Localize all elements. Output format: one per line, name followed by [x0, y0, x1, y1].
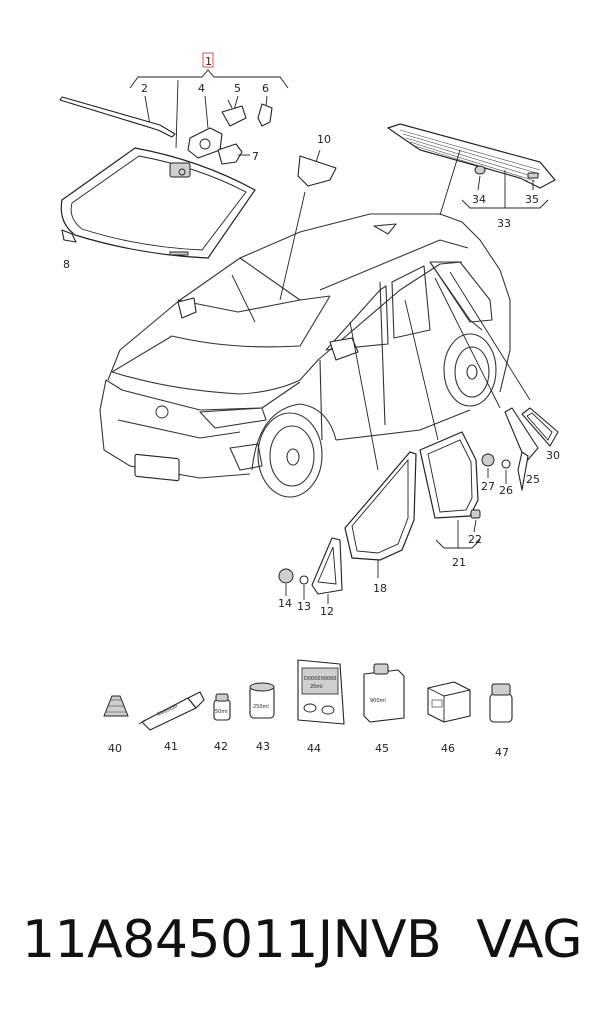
front-wheel: [257, 412, 323, 498]
part-13-clip: [299, 575, 309, 585]
svg-text:44: 44: [307, 742, 321, 755]
part-14-grommet: [278, 568, 294, 584]
part-7-camera: [217, 143, 250, 165]
part-12-quarter-glass: [311, 537, 343, 595]
callout-4: 4: [198, 82, 205, 95]
part-5-bracket: [221, 99, 247, 127]
callout-1: 1: [205, 55, 212, 68]
item-40-spool: 40: [103, 695, 129, 755]
part-2-trim-strip: [59, 96, 176, 138]
callout-14: 14: [278, 597, 292, 610]
svg-text:900ml: 900ml: [370, 698, 386, 704]
part-number-caption: 11A845011JNVB VAG: [22, 900, 582, 980]
front-quarter-parts: [278, 537, 343, 604]
item-44-bag: D000000000 20ml 44: [297, 659, 345, 755]
group-1-bracket: [129, 52, 289, 149]
consumables-row: 40 Klebstoff 41 50ml 42 250ml 43 D0: [103, 659, 513, 759]
part-22-clip: [470, 509, 481, 519]
rear-window: [386, 123, 556, 216]
parts-diagram: 1 2 4 5 6 7 8 10 12 13 14 18 21 22 25 26…: [59, 52, 560, 759]
part-26-clip: [501, 459, 511, 469]
part-number: 11A845011JNVB: [22, 910, 442, 970]
callout-labels: 1 2 4 5 6 7 8 10 12 13 14 18 21 22 25 26…: [63, 55, 560, 618]
part-25-quarter-glass: [504, 407, 539, 463]
part-21-rear-door-glass: [419, 431, 481, 549]
highlight-box: [202, 52, 214, 68]
part-18-front-door-glass: [344, 451, 417, 578]
svg-text:47: 47: [495, 746, 509, 759]
callout-5: 5: [234, 82, 241, 95]
svg-text:50ml: 50ml: [215, 709, 228, 715]
windscreen-glass: [60, 147, 256, 259]
rear-quarter-parts: [481, 407, 559, 491]
callout-35: 35: [525, 193, 539, 206]
svg-text:42: 42: [214, 740, 228, 753]
callout-22: 22: [468, 533, 482, 546]
callout-21: 21: [452, 556, 466, 569]
item-46-cube: 46: [427, 681, 471, 755]
svg-text:250ml: 250ml: [253, 704, 269, 710]
callout-13: 13: [297, 600, 311, 613]
callout-30: 30: [546, 449, 560, 462]
callout-7: 7: [252, 150, 259, 163]
part-6-clip: [257, 103, 273, 127]
rear-wheel: [443, 333, 497, 407]
license-plate: [134, 453, 180, 482]
brand-label: VAG: [476, 910, 582, 970]
car-body-outline: [99, 213, 511, 498]
item-42-small-bottle: 50ml 42: [213, 693, 231, 753]
item-45-box: 900ml 45: [363, 663, 405, 755]
part-8-cover: [61, 229, 77, 243]
callout-10: 10: [317, 133, 331, 146]
callout-8: 8: [63, 258, 70, 271]
part-10-mirror-cover: [279, 149, 337, 301]
side-mirror: [329, 337, 359, 361]
svg-text:43: 43: [256, 740, 270, 753]
callout-12: 12: [320, 605, 334, 618]
part-35-clip: [527, 172, 539, 179]
item-41-adhesive-tube: Klebstoff 41: [138, 691, 205, 753]
svg-text:41: 41: [164, 740, 178, 753]
callout-6: 6: [262, 82, 269, 95]
item-47-jar: 47: [489, 683, 513, 759]
part-30-quarter-glass: [521, 407, 559, 447]
callout-2: 2: [141, 82, 148, 95]
svg-text:D000000000: D000000000: [304, 676, 336, 682]
callout-27: 27: [481, 480, 495, 493]
svg-text:46: 46: [441, 742, 455, 755]
svg-text:45: 45: [375, 742, 389, 755]
front-logo: [155, 405, 169, 419]
part-4-rain-sensor: [187, 127, 223, 159]
svg-text:20ml: 20ml: [310, 684, 323, 690]
part-34-seal: [474, 165, 486, 175]
callout-26: 26: [499, 484, 513, 497]
callout-25: 25: [526, 473, 540, 486]
svg-text:40: 40: [108, 742, 122, 755]
callout-34: 34: [472, 193, 486, 206]
callout-18: 18: [373, 582, 387, 595]
item-43-can: 250ml 43: [249, 682, 275, 753]
part-27-grommet: [481, 453, 495, 467]
leader-lines: [231, 271, 531, 471]
callout-33: 33: [497, 217, 511, 230]
